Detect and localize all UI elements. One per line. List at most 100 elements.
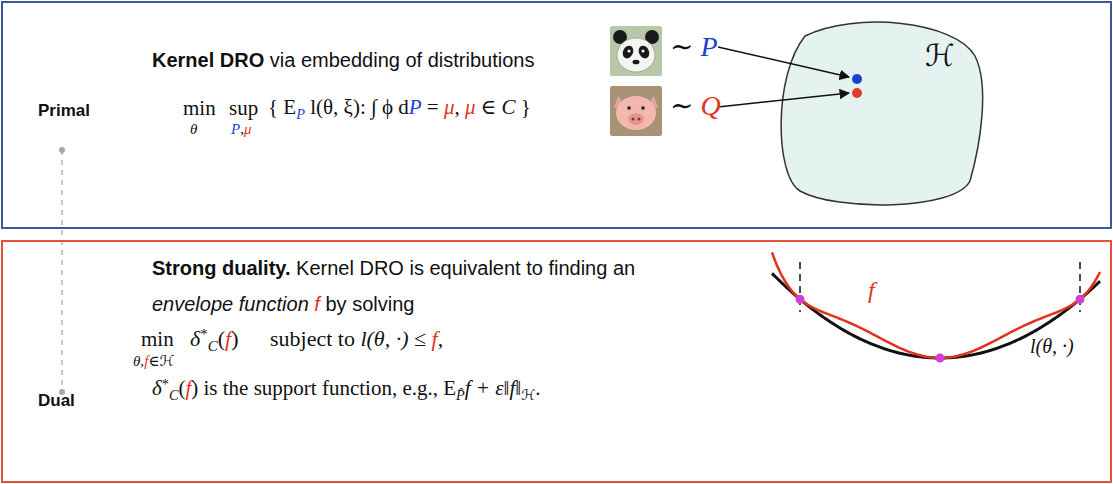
text-run: ∼ [670, 31, 700, 62]
panel-heading: Kernel DRO via embedding of distribution… [152, 48, 534, 72]
envelope-plot [772, 252, 1100, 362]
math-subscript: P,μ [231, 120, 251, 138]
text-run: C [502, 95, 516, 119]
text-run: C [208, 338, 218, 354]
panel-text: Strong duality. Kernel DRO is equivalent… [152, 250, 635, 322]
curve-label: l(θ, ·) [1030, 334, 1074, 358]
text-run: P [296, 106, 305, 122]
embedding-arrow [718, 47, 849, 107]
pig-picture [638, 118, 641, 121]
text-run: l(θ, ·) ≤ [360, 326, 431, 351]
text-run: f [185, 376, 191, 400]
distribution-label: ∼ P [670, 30, 718, 64]
text-run: θ [190, 121, 197, 137]
text-run: P [409, 95, 422, 119]
text-run: μ [244, 121, 252, 137]
text-run: via embedding of distributions [264, 49, 534, 71]
text-run: = [422, 95, 444, 119]
text-run: ℋ [925, 39, 955, 72]
embedding-point [852, 74, 862, 84]
text-run: Kernel DRO is equivalent to finding an [291, 257, 636, 279]
dual-panel: Dual Strong duality. Kernel DRO is equiva… [1, 240, 1112, 483]
text-run: by solving [320, 293, 415, 315]
text-run: Strong duality. [152, 257, 291, 279]
text-run: P̂ [456, 387, 465, 403]
text-run: Q [700, 90, 720, 121]
panda-picture [628, 50, 631, 53]
panda-picture [633, 60, 640, 65]
panda-picture [610, 26, 662, 76]
text-run: . [535, 376, 540, 400]
text-run: μ [465, 95, 476, 119]
text-run: ∈ℋ [148, 353, 174, 369]
text-run: f [314, 293, 320, 315]
text-run: } [516, 95, 531, 119]
curve-label: f [868, 276, 875, 305]
text-run: { [268, 95, 283, 119]
primal-panel: ℋ Primal Kernel DRO via embedding of distr… [1, 1, 1112, 229]
envelope-plot [799, 262, 801, 312]
text-run: ( [178, 376, 185, 400]
hilbert-space-blob: ℋ [775, 16, 987, 208]
text-run: δ [152, 376, 162, 400]
math-formula: δ*C(f) subject to l(θ, ·) ≤ f, [190, 326, 443, 356]
embedding-point [852, 88, 862, 98]
text-run: P [700, 31, 717, 62]
text-run: ∼ [670, 90, 700, 121]
text-run: θ, [133, 353, 144, 369]
text-run: , [438, 326, 444, 351]
touch-point [936, 354, 945, 363]
timeline-dot [59, 147, 65, 153]
math-operator: min [141, 327, 174, 352]
panda-picture [637, 44, 652, 60]
panel-label: Dual [38, 391, 75, 411]
math-formula: { EP l(θ, ξ): ∫ ϕ dP = μ, μ ∈ C } [268, 95, 531, 123]
text-run: l(θ, ξ): ∫ ϕ d [305, 95, 409, 119]
panda-picture [617, 38, 655, 72]
text-run: * [200, 326, 207, 342]
blob-outline [775, 16, 987, 208]
text-run: f [144, 353, 148, 369]
envelope-plot [1079, 262, 1081, 312]
text-run: ∈ [476, 95, 502, 119]
distribution-label: ∼ Q [670, 89, 721, 123]
math-formula: δ*C(f) is the support function, e.g., EP… [152, 376, 541, 405]
touch-point [796, 295, 805, 304]
text-run: μ [444, 95, 455, 119]
text-run: l(θ, ·) [1030, 335, 1074, 357]
text-run: E [283, 95, 296, 119]
text-run: * [162, 376, 169, 392]
panda-picture [642, 50, 645, 53]
pig-picture [641, 106, 645, 110]
space-label: ℋ [925, 38, 955, 74]
panda-picture [610, 26, 662, 76]
math-subscript: θ,f∈ℋ [133, 352, 174, 370]
pig-picture [610, 86, 662, 136]
text-run: , [240, 121, 244, 137]
text-run: f + ε‖f‖ [465, 376, 521, 400]
text-run: E [443, 376, 456, 400]
embedding-arrow [718, 93, 849, 107]
panel-label: Primal [38, 101, 90, 121]
pig-picture [628, 113, 644, 125]
math-subscript: θ [190, 120, 197, 138]
pig-picture [627, 106, 631, 110]
timeline-line [61, 150, 63, 392]
panda-picture [621, 44, 636, 60]
blob-outline [781, 22, 983, 205]
envelope-curve [772, 252, 1100, 358]
text-run: ) is the support function, e.g., [191, 376, 443, 400]
text-run: P [231, 121, 240, 137]
text-run: subject to [264, 326, 360, 351]
embedding-arrow [718, 47, 849, 77]
text-run: C [169, 387, 179, 403]
text-run: , [455, 95, 466, 119]
text-run: f [868, 277, 875, 303]
math-operator: sup [229, 96, 258, 121]
text-run: Kernel DRO [152, 49, 264, 71]
text-run: ( [218, 326, 225, 351]
text-run: f [225, 326, 231, 351]
math-operator: min [183, 96, 216, 121]
pig-picture [610, 86, 662, 136]
pig-picture [632, 118, 635, 121]
